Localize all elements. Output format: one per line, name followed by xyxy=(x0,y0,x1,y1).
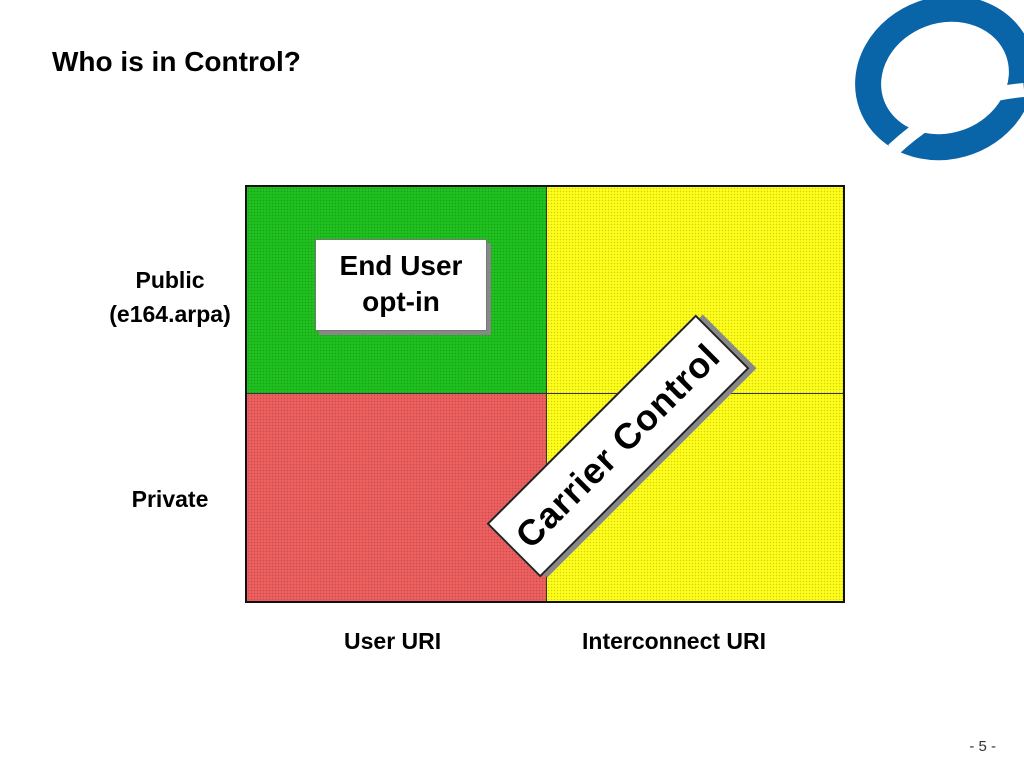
control-matrix xyxy=(245,185,845,603)
column-label-user-uri: User URI xyxy=(344,628,442,654)
page-number: - 5 - xyxy=(969,738,996,755)
row-label-public-line2: (e164.arpa) xyxy=(109,301,231,327)
slide-title: Who is in Control? xyxy=(52,46,301,77)
column-label-interconnect-uri: Interconnect URI xyxy=(582,628,767,654)
row-label-public: Public (e164.arpa) xyxy=(92,263,248,331)
callout-line2: opt-in xyxy=(362,286,440,317)
callout-line1: End User xyxy=(339,250,463,281)
row-label-public-line1: Public xyxy=(135,267,205,293)
quadrant-private-user xyxy=(247,394,547,601)
end-user-opt-in-callout: End User opt-in xyxy=(315,239,487,331)
globe-ring-logo-icon xyxy=(855,0,1024,161)
row-label-private: Private xyxy=(131,486,209,512)
